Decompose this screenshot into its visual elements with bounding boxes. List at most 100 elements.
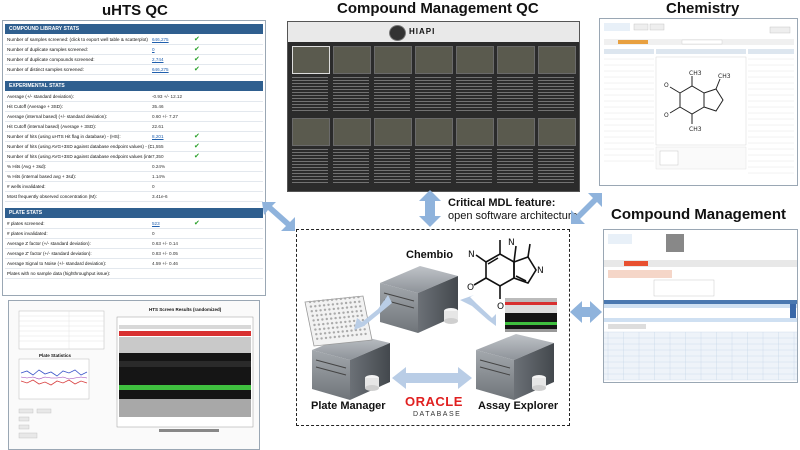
stats-row-value: 0.24% [152,164,166,169]
stats-row-value[interactable]: 2,744 [152,57,164,62]
lims-architecture-box [296,229,570,426]
stats-row: Number of distinct samples screened:646,… [5,65,263,75]
checkmark-icon: ✔ [194,56,200,63]
compound-management-qc-title: Compound Management QC [337,0,539,17]
stats-row-label: Number of hits (using uHTS Hit flag in d… [7,134,121,139]
stats-row-label: Number of hits (using AVG+3SD against da… [7,144,152,149]
stats-row-value: 0.63 +/- 0.14 [152,241,178,246]
critical-feature-line1: Critical MDL feature: [448,197,556,209]
plate-image-thumbnail[interactable] [374,118,412,146]
stats-row-value[interactable]: 0 [152,47,155,52]
plate-image-thumbnail[interactable] [497,118,535,146]
checkmark-icon: ✔ [194,153,200,160]
stats-row: Number of hits (using AVG+3SD against da… [5,142,263,152]
plate-image-thumbnail[interactable] [538,118,576,146]
stats-row-label: Average Z factor (+/- standard deviation… [7,241,91,246]
stats-row-value[interactable]: 646,275 [152,37,169,42]
stats-row: Number of duplicate compounds screened: 2… [5,55,263,65]
stats-row-label: Number of duplicate samples screened: [7,47,88,52]
stats-row-value: 4.59 +/- 0.46 [152,261,178,266]
plate-info-block [374,75,410,111]
plate-image-thumbnail[interactable] [333,118,371,146]
stats-row-value: 0 [152,184,155,189]
hiapi-logo-icon [389,25,406,41]
compound-management-screen-graphic [604,234,797,381]
chemistry-panel: CH3 O O CH3 CH3 [599,18,798,186]
oracle-database-label: DATABASE [413,411,462,418]
plate-image-thumbnail[interactable] [456,118,494,146]
hiapi-header-bar [288,22,579,42]
stats-row-value: 35.46 [152,104,164,109]
stats-row-value: 1.14% [152,174,166,179]
plate-info-block [333,75,369,111]
stats-row: Number of hits (using AVG+3SD against da… [5,152,263,162]
arrow-uhts-to-center [262,202,295,231]
stats-row: % Hits (internal based avg + 3sd): 1.14% [5,172,263,182]
compound-management-qc-panel: HIAPI [287,21,580,192]
plate-image-thumbnail[interactable] [292,118,330,146]
svg-text:CH3: CH3 [689,126,702,133]
plate-image-thumbnail[interactable] [497,46,535,74]
stats-row-label: Number of duplicate compounds screened: [7,57,95,62]
plate-image-thumbnail[interactable] [538,46,576,74]
stats-section-header: COMPOUND LIBRARY STATS [5,24,263,34]
stats-row-label: Hit Cutoff (internal based) (Average + 3… [7,124,97,129]
stats-row-value: 0 [152,231,155,236]
chemistry-screen-graphic: CH3 O O CH3 CH3 [604,23,794,174]
chemistry-title: Chemistry [666,0,740,17]
stats-row: Average Z' factor (+/- standard deviatio… [5,249,263,259]
stats-row: Number of samples screened: (click to ex… [5,35,263,45]
svg-text:O: O [664,82,669,89]
stats-row: # plates invalidated:0 [5,229,263,239]
stats-row-value: 1,555 [152,144,164,149]
stats-row-value[interactable]: 8,201 [152,134,164,139]
compound-management-title: Compound Management [611,206,786,223]
plate-image-thumbnail[interactable] [292,46,330,74]
stats-row: Average (+/- standard deviation): -0.93 +… [5,92,263,102]
plate-info-block [538,147,574,183]
stats-row-value[interactable]: 523 [152,221,160,226]
oracle-logo: ORACLE [405,394,463,409]
stats-row-value: 0.83 +/- 0.05 [152,251,178,256]
stats-row: Average Signal to Noise (+/- standard de… [5,259,263,269]
stats-row: Average (internal based) (+/- standard d… [5,112,263,122]
checkmark-icon: ✔ [194,46,200,53]
chembio-label: Chembio [406,249,454,261]
hiapi-label: HIAPI [409,27,436,36]
stats-row-value[interactable]: 646,275 [152,67,169,72]
plate-info-block [292,147,328,183]
stats-row: Most frequently observed concentration (… [5,192,263,202]
stats-row: Average Z factor (+/- standard deviation… [5,239,263,249]
critical-feature-line2: open software architecture [448,210,578,222]
stats-row-label: Average (internal based) (+/- standard d… [7,114,108,119]
stats-row-value: -0.93 +/- 12.12 [152,94,183,99]
plate-manager-label: Plate Manager [311,400,386,412]
plate-image-thumbnail[interactable] [333,46,371,74]
plate-info-block [456,75,492,111]
svg-text:CH3: CH3 [718,73,731,80]
stats-row-label: % Hits (internal based avg + 3sd): [7,174,77,179]
stats-row-value: 22.61 [152,124,164,129]
plate-info-block [456,147,492,183]
assay-explorer-label: Assay Explorer [478,400,559,412]
stats-row-label: # wells invalidated: [7,184,46,189]
plate-info-block [333,147,369,183]
stats-row: Hit Cutoff (Average + 3SD):35.46 [5,102,263,112]
plate-info-block [374,147,410,183]
stats-row: Number of hits (using uHTS Hit flag in d… [5,132,263,142]
checkmark-icon: ✔ [194,36,200,43]
plate-info-block [415,147,451,183]
uhts-qc-title: uHTS QC [102,2,168,19]
plate-image-thumbnail[interactable] [374,46,412,74]
stats-row-label: Average (+/- standard deviation): [7,94,74,99]
stats-section-header: PLATE STATS [5,208,263,218]
plate-image-thumbnail[interactable] [415,118,453,146]
plate-image-thumbnail[interactable] [456,46,494,74]
plate-info-block [497,147,533,183]
stats-section-header: EXPERIMENTAL STATS [5,81,263,91]
plate-image-thumbnail[interactable] [415,46,453,74]
svg-text:CH3: CH3 [689,70,702,77]
stats-row-label: Average Signal to Noise (+/- standard de… [7,261,107,266]
arrow-cmqc-to-center [419,190,441,227]
stats-row-label: Number of samples screened: (click to ex… [7,37,148,42]
